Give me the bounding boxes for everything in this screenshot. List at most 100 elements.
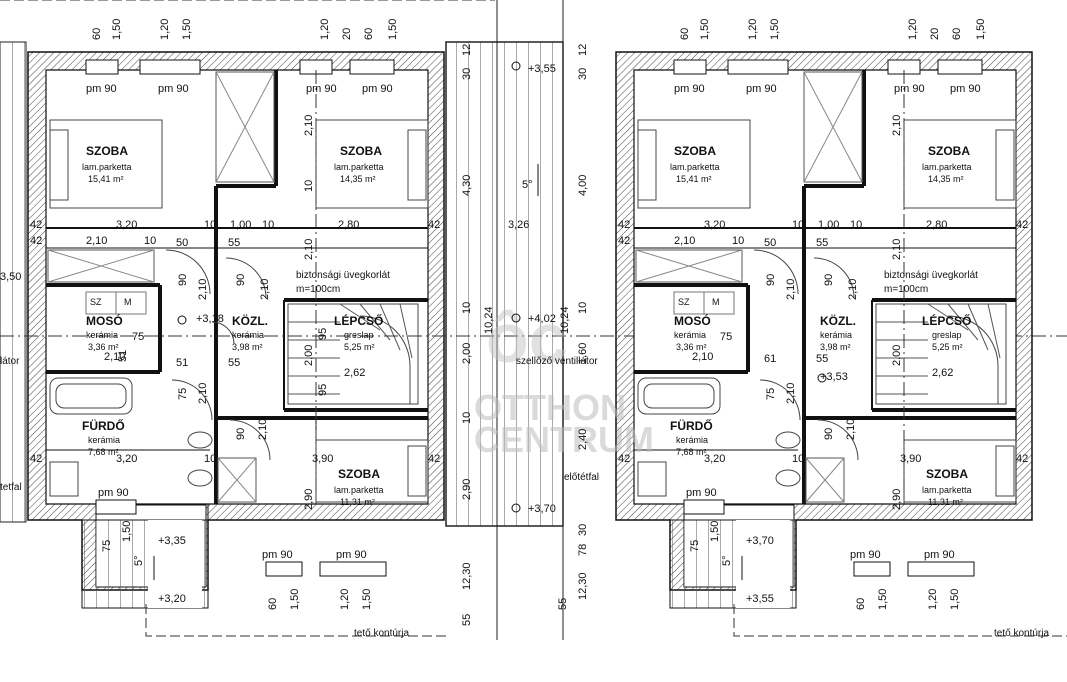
- dimension-label: 2,10: [303, 239, 315, 260]
- dimension-label: 3,90: [312, 453, 333, 465]
- dimension-label: 1,20: [747, 19, 759, 40]
- dimension-label: 42: [30, 235, 42, 247]
- dimension-label: 10: [461, 412, 473, 424]
- roof-outline-note: tető kontúrja: [354, 628, 409, 639]
- dimension-label: 95: [317, 384, 329, 396]
- dimension-label: 2,00: [461, 343, 473, 364]
- dimension-label: 10,24: [559, 306, 571, 334]
- dimension-label: 75: [689, 540, 701, 552]
- level-label: +3,70: [746, 535, 774, 547]
- room-name: LÉPCSŐ: [334, 313, 383, 328]
- tetofal-note-cut: tetfal: [0, 482, 22, 493]
- dimension-label: 12,30: [461, 562, 473, 590]
- washer-label: M: [124, 297, 132, 307]
- dimension-label: 10: [144, 235, 156, 247]
- level-label: +3,18: [196, 313, 224, 325]
- dimension-label: 2,10: [104, 351, 125, 363]
- dimension-label: 1,20: [927, 589, 939, 610]
- level-label: +3,53: [820, 371, 848, 383]
- dimension-label: 90: [823, 274, 835, 286]
- dimension-label: 2,10: [674, 235, 695, 247]
- railing-height: m=100cm: [884, 284, 928, 295]
- dimension-label: 1,50: [361, 589, 373, 610]
- dimension-label: 10: [577, 302, 589, 314]
- dimension-label: 2,10: [845, 419, 857, 440]
- window-label: pm 90: [336, 549, 367, 561]
- window-label: pm 90: [98, 487, 129, 499]
- ventilator-note-cut: látor: [0, 356, 20, 367]
- dimension-label: 1,00: [818, 219, 839, 231]
- tetofal-note: előtétfal: [564, 472, 599, 483]
- dimension-label: 3,50: [0, 271, 21, 283]
- watermark-line1: OTTHON: [474, 387, 626, 428]
- room-area: 3,98 m²: [820, 342, 851, 352]
- markers: [153, 61, 827, 580]
- watermark: ôc OTTHON CENTRUM: [474, 299, 654, 460]
- dimension-label: 90: [765, 274, 777, 286]
- dimension-label: 1,20: [339, 589, 351, 610]
- dimension-label: 75: [765, 388, 777, 400]
- room-area: 3,36 m²: [88, 342, 119, 352]
- room-area: 15,41 m²: [676, 174, 712, 184]
- level-label: +3,35: [158, 535, 186, 547]
- room-area: 3,98 m²: [232, 342, 263, 352]
- dimension-label: 60: [91, 28, 103, 40]
- level-label: +3,55: [528, 63, 556, 75]
- dimension-label: 2,00: [891, 345, 903, 366]
- dimension-label: 20: [341, 28, 353, 40]
- dimension-label: 42: [428, 453, 440, 465]
- window-label: pm 90: [158, 83, 189, 95]
- room-name: SZOBA: [338, 467, 380, 481]
- middle-strip: [445, 0, 564, 640]
- room-name: MOSÓ: [674, 313, 711, 328]
- railing-height: m=100cm: [296, 284, 340, 295]
- dimension-label: 3,26: [508, 219, 529, 231]
- room-floor: lam.parketta: [922, 162, 972, 172]
- room-name: SZOBA: [86, 144, 128, 158]
- dimension-label: 1,50: [877, 589, 889, 610]
- dimension-label: 51: [176, 357, 188, 369]
- level-label: +3,55: [746, 593, 774, 605]
- dimension-label: 55: [816, 353, 828, 365]
- dimension-label: 42: [1016, 219, 1028, 231]
- dimension-label: 10: [204, 453, 216, 465]
- window-label: pm 90: [86, 83, 117, 95]
- dimension-label: 3,20: [116, 453, 137, 465]
- window-label: pm 90: [924, 549, 955, 561]
- room-name: FÜRDŐ: [670, 418, 713, 433]
- room-name: SZOBA: [926, 467, 968, 481]
- room-name: SZOBA: [340, 144, 382, 158]
- dimension-label: 60: [363, 28, 375, 40]
- dimension-label: 30: [461, 68, 473, 80]
- dimension-label: 75: [132, 331, 144, 343]
- washer-label: SZ: [678, 297, 690, 307]
- room-floor: kerámia: [674, 330, 706, 340]
- dimension-label: 1,60: [577, 343, 589, 364]
- room-area: 11,31 m²: [340, 497, 375, 507]
- dimension-label: 55: [228, 237, 240, 249]
- dimension-label: 2,00: [303, 345, 315, 366]
- dimension-label: 2,80: [338, 219, 359, 231]
- dimension-label: 1,20: [319, 19, 331, 40]
- room-floor: lam.parketta: [334, 485, 384, 495]
- slope-label: 5°: [721, 555, 733, 566]
- dimension-label: 1,50: [289, 589, 301, 610]
- dimension-label: 3,90: [900, 453, 921, 465]
- room-floor: lam.parketta: [922, 485, 972, 495]
- dimension-label: 55: [228, 357, 240, 369]
- dimension-label: 60: [679, 28, 691, 40]
- level-marker-icon: [511, 503, 521, 513]
- unit-right: [615, 51, 1067, 637]
- dimension-label: 1,50: [387, 19, 399, 40]
- dimension-label: 3,20: [704, 453, 725, 465]
- level-marker-icon: [511, 61, 521, 71]
- dimension-label: 1,20: [907, 19, 919, 40]
- room-floor: greslap: [932, 330, 962, 340]
- dimension-label: 2,10: [197, 383, 209, 404]
- dimension-label: 1,50: [975, 19, 987, 40]
- watermark-line2: CENTRUM: [474, 419, 654, 460]
- dimension-label: 2,10: [259, 279, 271, 300]
- dimension-label: 30: [577, 524, 589, 536]
- dimension-label: 75: [720, 331, 732, 343]
- slope-label: 5°: [522, 179, 533, 191]
